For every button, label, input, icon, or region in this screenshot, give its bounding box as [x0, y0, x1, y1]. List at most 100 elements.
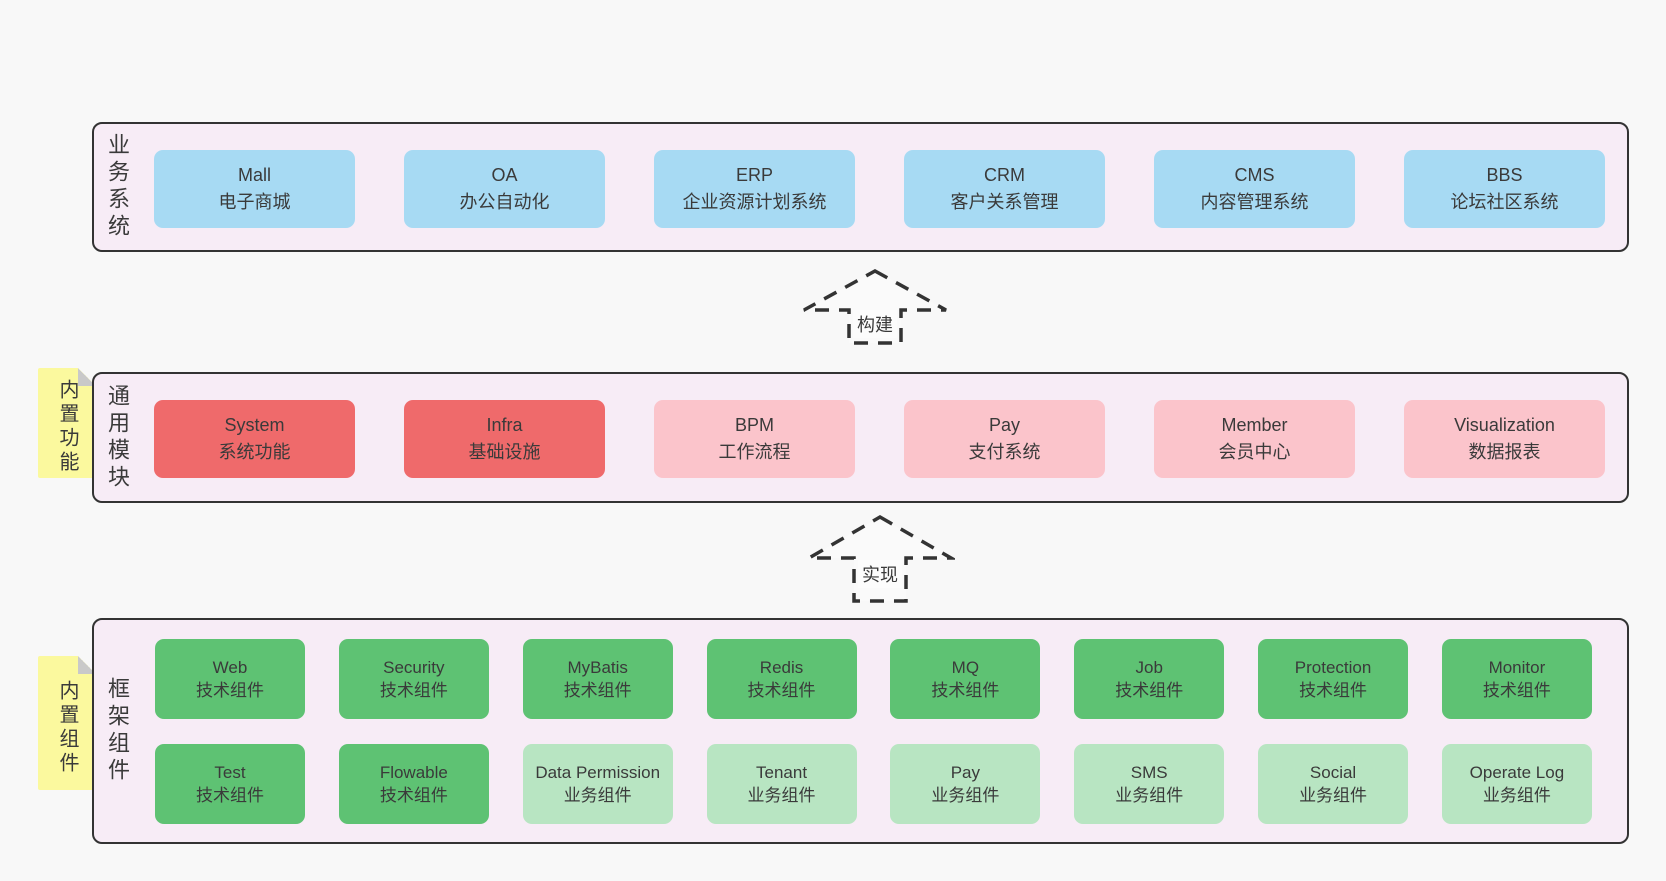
node-title: Pay: [950, 763, 981, 782]
node-subtitle: 业务组件: [747, 786, 816, 805]
node-title: SMS: [1130, 763, 1168, 782]
node-title: Test: [214, 763, 246, 782]
node-title: BBS: [1486, 165, 1523, 185]
node-subtitle: 技术组件: [747, 681, 816, 700]
arrow-up-build: 构建: [800, 268, 950, 346]
node-bbs: BBS 论坛社区系统: [1404, 150, 1605, 228]
node-protection: Protection 技术组件: [1258, 639, 1409, 719]
node-subtitle: 技术组件: [196, 681, 264, 700]
node-title: Data Permission: [535, 763, 661, 782]
node-infra: Infra 基础设施: [404, 400, 605, 478]
node-title: System: [224, 415, 285, 435]
node-title: CRM: [984, 165, 1025, 185]
node-title: OA: [491, 165, 518, 185]
business-systems-row: Mall 电子商城 OA 办公自动化 ERP 企业资源计划系统 CRM 客户关系…: [154, 150, 1605, 228]
node-title: Visualization: [1454, 415, 1555, 435]
sticky-label: 内置组件: [56, 680, 78, 777]
node-sms: SMS 业务组件: [1074, 744, 1225, 824]
node-title: Protection: [1294, 658, 1372, 677]
node-subtitle: 技术组件: [1482, 681, 1551, 700]
node-title: Redis: [759, 658, 804, 677]
node-subtitle: 业务组件: [1299, 786, 1368, 805]
node-subtitle: 业务组件: [931, 786, 1000, 805]
node-subtitle: 业务组件: [1482, 786, 1551, 805]
node-subtitle: 电子商城: [218, 192, 291, 212]
band-business-systems: 业务系统 Mall 电子商城 OA 办公自动化 ERP 企业资源计划系统 CRM…: [92, 122, 1629, 252]
band-framework-components: 框架组件 Web 技术组件 Security 技术组件 MyBatis 技术组件…: [92, 618, 1629, 844]
node-title: BPM: [734, 415, 774, 435]
band-label-business-systems: 业务系统: [105, 133, 130, 241]
node-subtitle: 技术组件: [931, 681, 1000, 700]
node-test: Test 技术组件: [155, 744, 305, 824]
node-subtitle: 会员中心: [1218, 442, 1291, 462]
band-label-framework-components: 框架组件: [105, 677, 130, 785]
node-crm: CRM 客户关系管理: [904, 150, 1105, 228]
node-title: Job: [1135, 658, 1163, 677]
framework-components-row-1: Web 技术组件 Security 技术组件 MyBatis 技术组件 Redi…: [155, 639, 1592, 719]
node-system: System 系统功能: [154, 400, 355, 478]
node-title: Infra: [486, 415, 523, 435]
node-subtitle: 数据报表: [1468, 442, 1541, 462]
node-title: Monitor: [1488, 658, 1546, 677]
node-cms: CMS 内容管理系统: [1154, 150, 1355, 228]
node-subtitle: 工作流程: [718, 442, 791, 462]
node-subtitle: 技术组件: [379, 786, 448, 805]
node-title: MyBatis: [567, 658, 628, 677]
node-title: CMS: [1234, 165, 1275, 185]
node-pay: Pay 支付系统: [904, 400, 1105, 478]
node-subtitle: 内容管理系统: [1200, 192, 1309, 212]
node-title: Tenant: [756, 763, 808, 782]
node-flowable: Flowable 技术组件: [338, 744, 489, 824]
node-title: Operate Log: [1469, 763, 1565, 782]
node-data-permission: Data Permission 业务组件: [522, 744, 673, 824]
node-title: Flowable: [379, 763, 448, 782]
node-oa: OA 办公自动化: [404, 150, 605, 228]
node-subtitle: 技术组件: [1115, 681, 1184, 700]
node-visualization: Visualization 数据报表: [1404, 400, 1605, 478]
node-subtitle: 客户关系管理: [950, 192, 1059, 212]
node-mq: MQ 技术组件: [890, 639, 1041, 719]
node-subtitle: 技术组件: [563, 681, 632, 700]
arrow-up-implement: 实现: [805, 514, 955, 604]
arrow-label-implement: 实现: [858, 560, 902, 588]
node-title: Member: [1221, 415, 1288, 435]
node-subtitle: 企业资源计划系统: [682, 192, 827, 212]
node-job: Job 技术组件: [1074, 639, 1225, 719]
node-subtitle: 论坛社区系统: [1450, 192, 1559, 212]
node-redis: Redis 技术组件: [706, 639, 857, 719]
common-modules-row: System 系统功能 Infra 基础设施 BPM 工作流程 Pay 支付系统…: [154, 400, 1605, 478]
node-title: ERP: [735, 165, 773, 185]
node-title: Social: [1309, 763, 1357, 782]
node-subtitle: 系统功能: [218, 442, 291, 462]
node-pay-component: Pay 业务组件: [890, 744, 1041, 824]
node-title: Security: [383, 658, 445, 677]
band-label-common-modules: 通用模块: [105, 383, 130, 492]
node-subtitle: 支付系统: [968, 442, 1041, 462]
node-monitor: Monitor 技术组件: [1441, 639, 1592, 719]
node-security: Security 技术组件: [338, 639, 489, 719]
node-bpm: BPM 工作流程: [654, 400, 855, 478]
node-subtitle: 办公自动化: [459, 192, 550, 212]
dashed-up-arrow-icon: [803, 269, 947, 345]
node-subtitle: 技术组件: [1299, 681, 1368, 700]
node-subtitle: 技术组件: [196, 786, 264, 805]
arrow-label-build: 构建: [853, 310, 897, 338]
sticky-note-built-in-components: 内置组件: [38, 656, 96, 790]
framework-components-row-2: Test 技术组件 Flowable 技术组件 Data Permission …: [155, 744, 1592, 824]
node-member: Member 会员中心: [1154, 400, 1355, 478]
node-subtitle: 业务组件: [563, 786, 632, 805]
node-title: Web: [212, 658, 248, 677]
node-web: Web 技术组件: [155, 639, 305, 719]
node-erp: ERP 企业资源计划系统: [654, 150, 855, 228]
node-tenant: Tenant 业务组件: [706, 744, 857, 824]
node-social: Social 业务组件: [1258, 744, 1409, 824]
node-subtitle: 基础设施: [468, 442, 541, 462]
node-title: MQ: [951, 658, 980, 677]
node-title: Mall: [237, 165, 271, 185]
node-mybatis: MyBatis 技术组件: [522, 639, 673, 719]
band-common-modules: 通用模块 System 系统功能 Infra 基础设施 BPM 工作流程 Pay…: [92, 372, 1629, 503]
sticky-label: 内置功能: [56, 379, 78, 476]
sticky-note-built-in-functions: 内置功能: [38, 368, 96, 478]
node-subtitle: 业务组件: [1115, 786, 1184, 805]
node-subtitle: 技术组件: [379, 681, 448, 700]
